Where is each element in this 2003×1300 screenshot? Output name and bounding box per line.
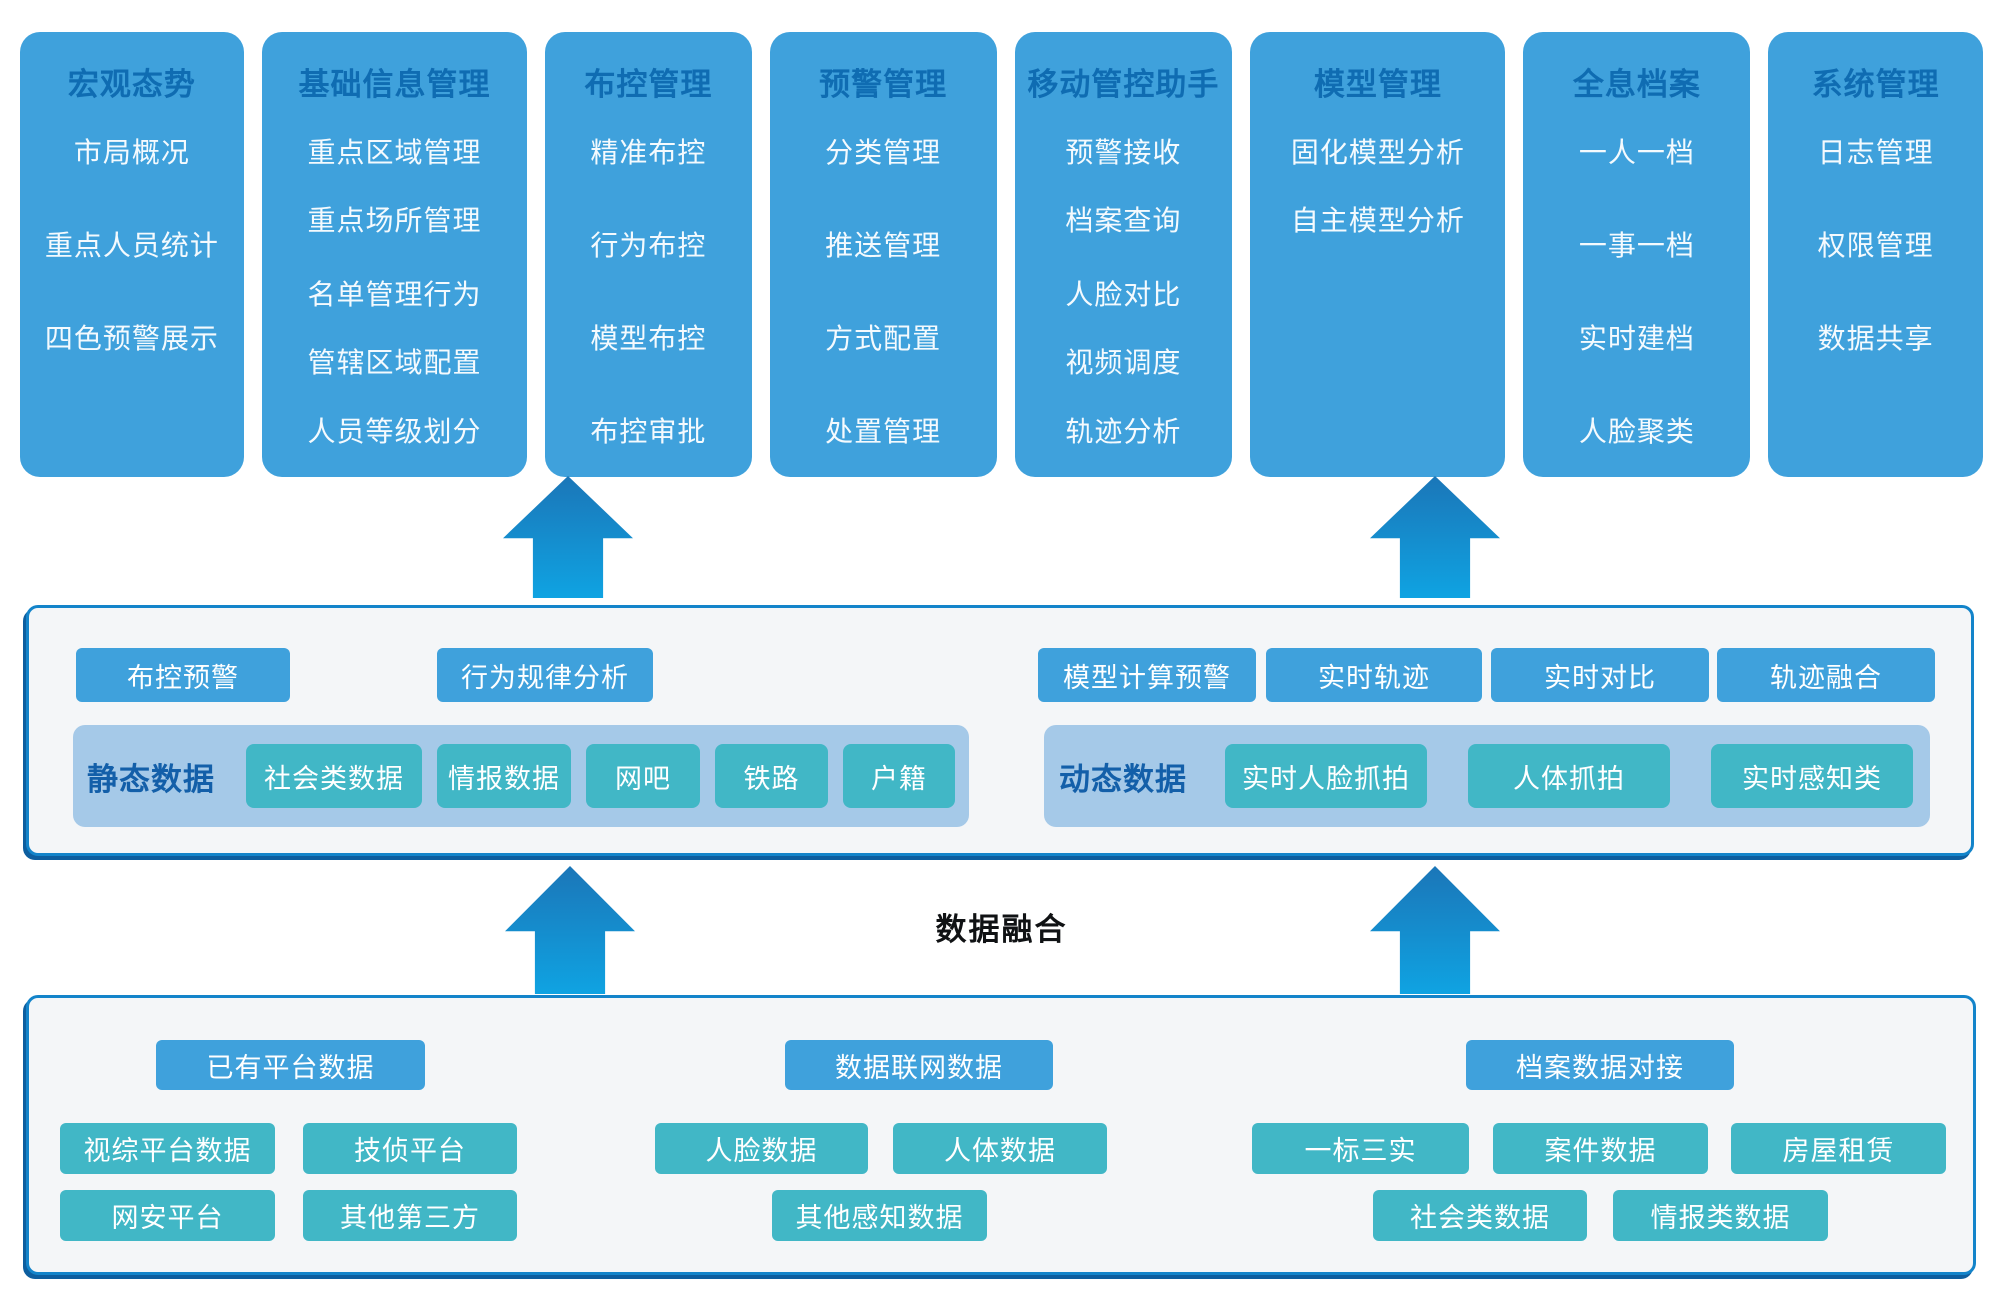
card-item: 重点区域管理 [307, 137, 482, 168]
card-title: 宏观态势 [67, 67, 196, 102]
card-title: 布控管理 [584, 67, 713, 102]
data-source-chip: 社会类数据 [1373, 1190, 1587, 1241]
data-source-chip: 网安平台 [60, 1190, 275, 1241]
card-item: 名单管理行为 [307, 279, 482, 310]
card-item: 四色预警展示 [44, 323, 219, 354]
capability-button: 模型计算预警 [1038, 648, 1256, 702]
data-source-chip: 户籍 [843, 744, 955, 808]
data-source-chip: 铁路 [715, 744, 828, 808]
card-macro-situation: 宏观态势 市局概况 重点人员统计 四色预警展示 [20, 32, 244, 477]
card-system-mgmt: 系统管理 日志管理 权限管理 数据共享 [1768, 32, 1983, 477]
card-item: 分类管理 [825, 137, 942, 168]
card-title: 预警管理 [819, 67, 948, 102]
card-alert-mgmt: 预警管理 分类管理 推送管理 方式配置 处置管理 [769, 32, 997, 477]
data-source-chip: 案件数据 [1493, 1123, 1708, 1174]
card-model-mgmt: 模型管理 固化模型分析 自主模型分析 [1250, 32, 1506, 477]
card-item: 人脸聚类 [1578, 416, 1695, 447]
data-source-chip: 网吧 [586, 744, 700, 808]
capability-button: 布控预警 [76, 648, 290, 702]
dynamic-data-group: 动态数据 实时人脸抓拍 人体抓拍 实时感知类 [1044, 725, 1930, 827]
application-layer: 宏观态势 市局概况 重点人员统计 四色预警展示 基础信息管理 重点区域管理 重点… [20, 32, 1983, 477]
card-title: 系统管理 [1811, 67, 1940, 102]
card-item: 一事一档 [1578, 230, 1695, 261]
card-item: 视频调度 [1065, 347, 1182, 378]
data-source-chip: 技侦平台 [303, 1123, 517, 1174]
up-arrow-icon [503, 476, 633, 598]
data-source-chip: 一标三实 [1252, 1123, 1469, 1174]
data-source-chip: 情报数据 [437, 744, 571, 808]
card-surveillance-mgmt: 布控管理 精准布控 行为布控 模型布控 布控审批 [545, 32, 752, 477]
data-source-chip: 其他第三方 [303, 1190, 517, 1241]
capability-button: 轨迹融合 [1717, 648, 1935, 702]
card-item: 布控审批 [590, 416, 707, 447]
data-source-chip: 社会类数据 [246, 744, 422, 808]
card-item: 自主模型分析 [1290, 205, 1465, 236]
card-item: 实时建档 [1578, 323, 1695, 354]
card-item: 模型布控 [590, 323, 707, 354]
capability-button: 行为规律分析 [437, 648, 653, 702]
data-source-chip: 情报类数据 [1613, 1190, 1828, 1241]
data-source-chip: 人脸数据 [655, 1123, 868, 1174]
card-item: 重点场所管理 [307, 205, 482, 236]
card-item: 市局概况 [73, 137, 190, 168]
card-item: 方式配置 [825, 323, 942, 354]
data-access-panel: 已有平台数据 视综平台数据 技侦平台 网安平台 其他第三方 数据联网数据 人脸数… [26, 995, 1976, 1275]
data-source-chip: 其他感知数据 [772, 1190, 987, 1241]
card-item: 档案查询 [1065, 205, 1182, 236]
card-item: 一人一档 [1578, 137, 1695, 168]
data-source-chip: 人体数据 [893, 1123, 1107, 1174]
up-arrow-icon [1370, 476, 1500, 598]
card-holographic-archive: 全息档案 一人一档 一事一档 实时建档 人脸聚类 [1523, 32, 1751, 477]
static-data-group: 静态数据 社会类数据 情报数据 网吧 铁路 户籍 [73, 725, 969, 827]
card-title: 移动管控助手 [1027, 67, 1220, 102]
card-item: 轨迹分析 [1065, 416, 1182, 447]
data-source-chip: 实时人脸抓拍 [1225, 744, 1427, 808]
data-category-header: 档案数据对接 [1466, 1040, 1734, 1090]
data-fusion-label: 数据融合 [935, 912, 1068, 947]
capability-button: 实时轨迹 [1266, 648, 1482, 702]
card-item: 行为布控 [590, 230, 707, 261]
data-source-chip: 人体抓拍 [1468, 744, 1670, 808]
card-item: 日志管理 [1817, 137, 1934, 168]
card-item: 预警接收 [1065, 137, 1182, 168]
card-title: 基础信息管理 [298, 67, 491, 102]
card-title: 全息档案 [1572, 67, 1701, 102]
data-source-chip: 视综平台数据 [60, 1123, 275, 1174]
card-item: 权限管理 [1817, 230, 1934, 261]
card-item: 人脸对比 [1065, 279, 1182, 310]
analysis-layer-panel: 布控预警 行为规律分析 模型计算预警 实时轨迹 实时对比 轨迹融合 静态数据 社… [26, 605, 1974, 856]
static-data-label: 静态数据 [87, 761, 215, 797]
card-item: 推送管理 [825, 230, 942, 261]
data-category-header: 已有平台数据 [156, 1040, 425, 1090]
card-item: 重点人员统计 [44, 230, 219, 261]
data-source-chip: 实时感知类 [1711, 744, 1913, 808]
card-basic-info-mgmt: 基础信息管理 重点区域管理 重点场所管理 名单管理行为 管辖区域配置 人员等级划… [261, 32, 528, 477]
data-category-header: 数据联网数据 [785, 1040, 1053, 1090]
card-item: 精准布控 [590, 137, 707, 168]
card-item: 固化模型分析 [1290, 137, 1465, 168]
card-item: 数据共享 [1817, 323, 1934, 354]
capability-button: 实时对比 [1491, 648, 1709, 702]
card-mobile-assistant: 移动管控助手 预警接收 档案查询 人脸对比 视频调度 轨迹分析 [1014, 32, 1233, 477]
card-item: 人员等级划分 [307, 416, 482, 447]
card-title: 模型管理 [1313, 67, 1442, 102]
data-source-chip: 房屋租赁 [1731, 1123, 1946, 1174]
dynamic-data-label: 动态数据 [1059, 761, 1187, 797]
card-item: 处置管理 [825, 416, 942, 447]
card-item: 管辖区域配置 [307, 347, 482, 378]
